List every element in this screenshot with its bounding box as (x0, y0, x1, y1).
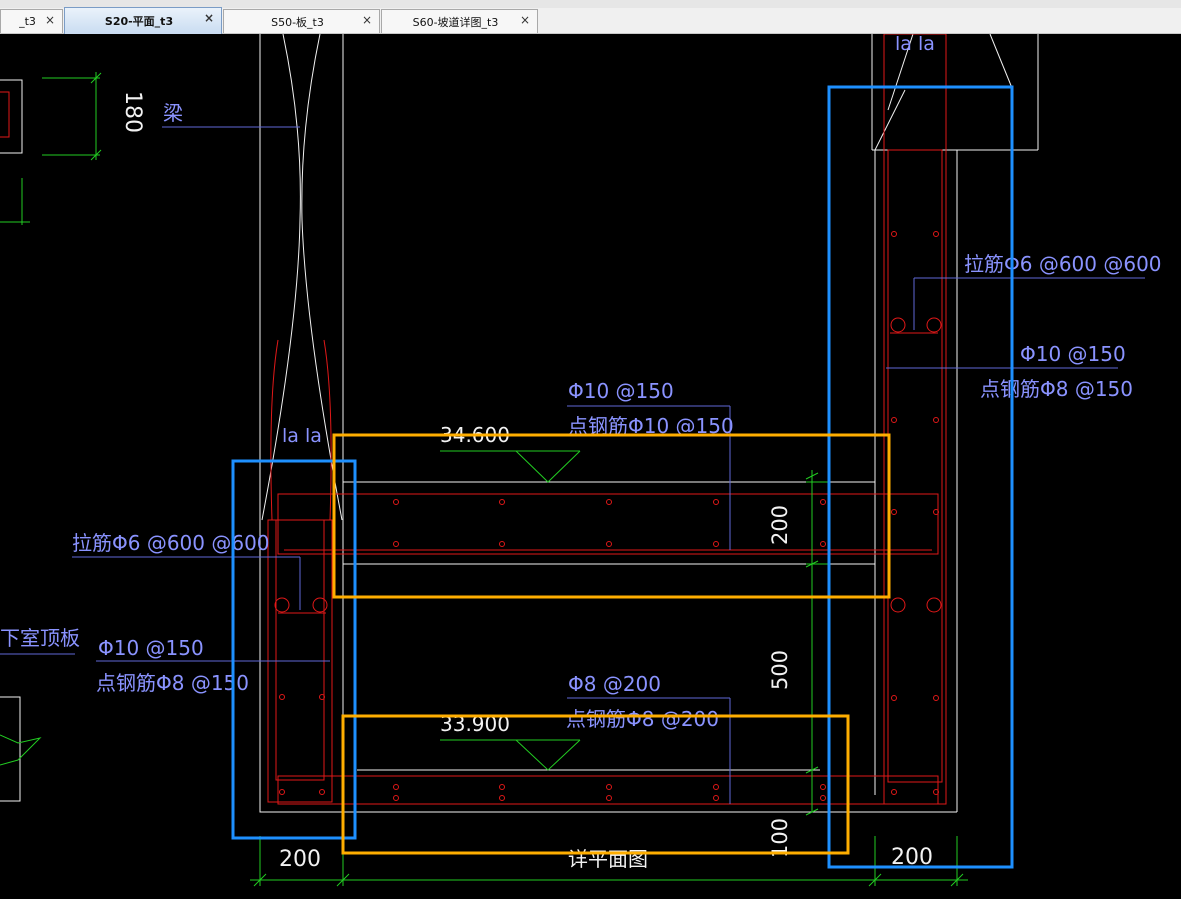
tab-label: S60-坡道详图_t3 (412, 15, 499, 29)
dimension-200-vertical: 200 (768, 505, 792, 545)
upper-wall-outline (259, 34, 1039, 812)
tab-document-1[interactable]: _t3 × (0, 9, 63, 33)
section-outline (259, 481, 957, 813)
tab-label: _t3 (19, 15, 36, 28)
basement-roof-label: 下室顶板 (0, 626, 80, 650)
point-bar-label-lower: 点钢筋Φ8 @200 (566, 707, 719, 731)
highlight-box-blue-right (827, 85, 1014, 869)
point-bar-label-left: 点钢筋Φ8 @150 (96, 671, 249, 695)
tab-s50-slab[interactable]: S50-板_t3 × (223, 9, 380, 33)
leader-lines (72, 126, 1145, 804)
beam-label: 梁 (163, 101, 183, 125)
rebar-dots (279, 231, 939, 801)
tab-label: S20-平面_t3 (104, 15, 174, 28)
dimension-500-vertical: 500 (768, 650, 792, 690)
rebar-label-left: Φ10 @150 (98, 636, 204, 660)
rebar-hooks (274, 317, 942, 613)
rebar-label-upper: Φ10 @150 (568, 379, 674, 403)
tab-s20-plan[interactable]: S20-平面_t3 × (64, 7, 222, 34)
highlight-box-orange-lower (341, 714, 850, 855)
document-tab-bar: _t3 × S20-平面_t3 × S50-板_t3 × S60-坡道详图_t3… (0, 0, 1181, 34)
rebar-label-lower: Φ8 @200 (568, 672, 661, 696)
close-icon[interactable]: × (44, 13, 55, 27)
tab-bar-top-strip (0, 0, 1181, 8)
plan-title: 详平面图 (568, 847, 648, 871)
red-rebar-curves (270, 339, 332, 521)
beam-cross-hatch (261, 34, 1013, 521)
highlight-boxes (231, 85, 1014, 869)
tie-bar-label-right: 拉筋Φ6 @600 @600 (964, 252, 1162, 276)
dimension-100-vertical: 100 (768, 818, 792, 858)
dimension-180: 180 (120, 91, 145, 133)
tab-label: S50-板_t3 (271, 15, 324, 29)
left-partial-section (0, 72, 102, 802)
annotation-texts: la la 180 梁 拉筋Φ6 @600 @600 Φ10 @150 点钢筋Φ… (0, 34, 1162, 872)
tab-s60-ramp-detail[interactable]: S60-坡道详图_t3 × (381, 9, 538, 33)
rebar-label-right: Φ10 @150 (1020, 342, 1126, 366)
highlight-box-orange-upper (332, 433, 891, 599)
la-label-left: la la (282, 425, 322, 447)
tie-bar-label-left: 拉筋Φ6 @600 @600 (72, 531, 270, 555)
elevation-markers (440, 450, 581, 771)
dimension-200-left: 200 (279, 847, 321, 872)
highlight-box-blue-left (231, 459, 357, 840)
la-label-right: la la (895, 34, 935, 55)
close-icon[interactable]: × (203, 11, 214, 25)
point-bar-label-right: 点钢筋Φ8 @150 (980, 377, 1133, 401)
cad-drawing-canvas[interactable]: la la 180 梁 拉筋Φ6 @600 @600 Φ10 @150 点钢筋Φ… (0, 34, 1181, 899)
close-icon[interactable]: × (361, 13, 372, 27)
dimension-lines (250, 470, 968, 887)
close-icon[interactable]: × (519, 13, 530, 27)
